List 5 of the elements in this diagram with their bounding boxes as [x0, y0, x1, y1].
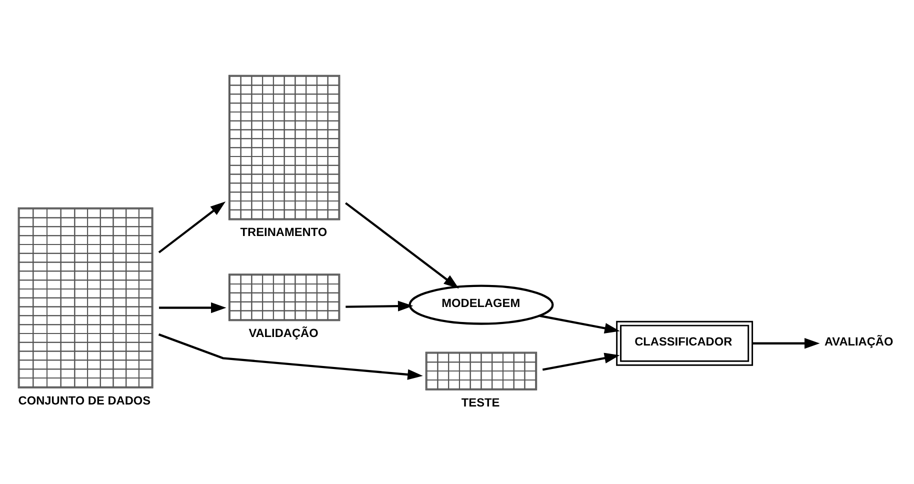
node-label: TESTE — [461, 394, 500, 409]
node-text: AVALIAÇÃO — [824, 334, 894, 348]
node-label: TREINAMENTO — [240, 224, 328, 239]
node-label: VALIDAÇÃO — [248, 326, 318, 340]
node-label: CONJUNTO DE DADOS — [18, 392, 151, 407]
